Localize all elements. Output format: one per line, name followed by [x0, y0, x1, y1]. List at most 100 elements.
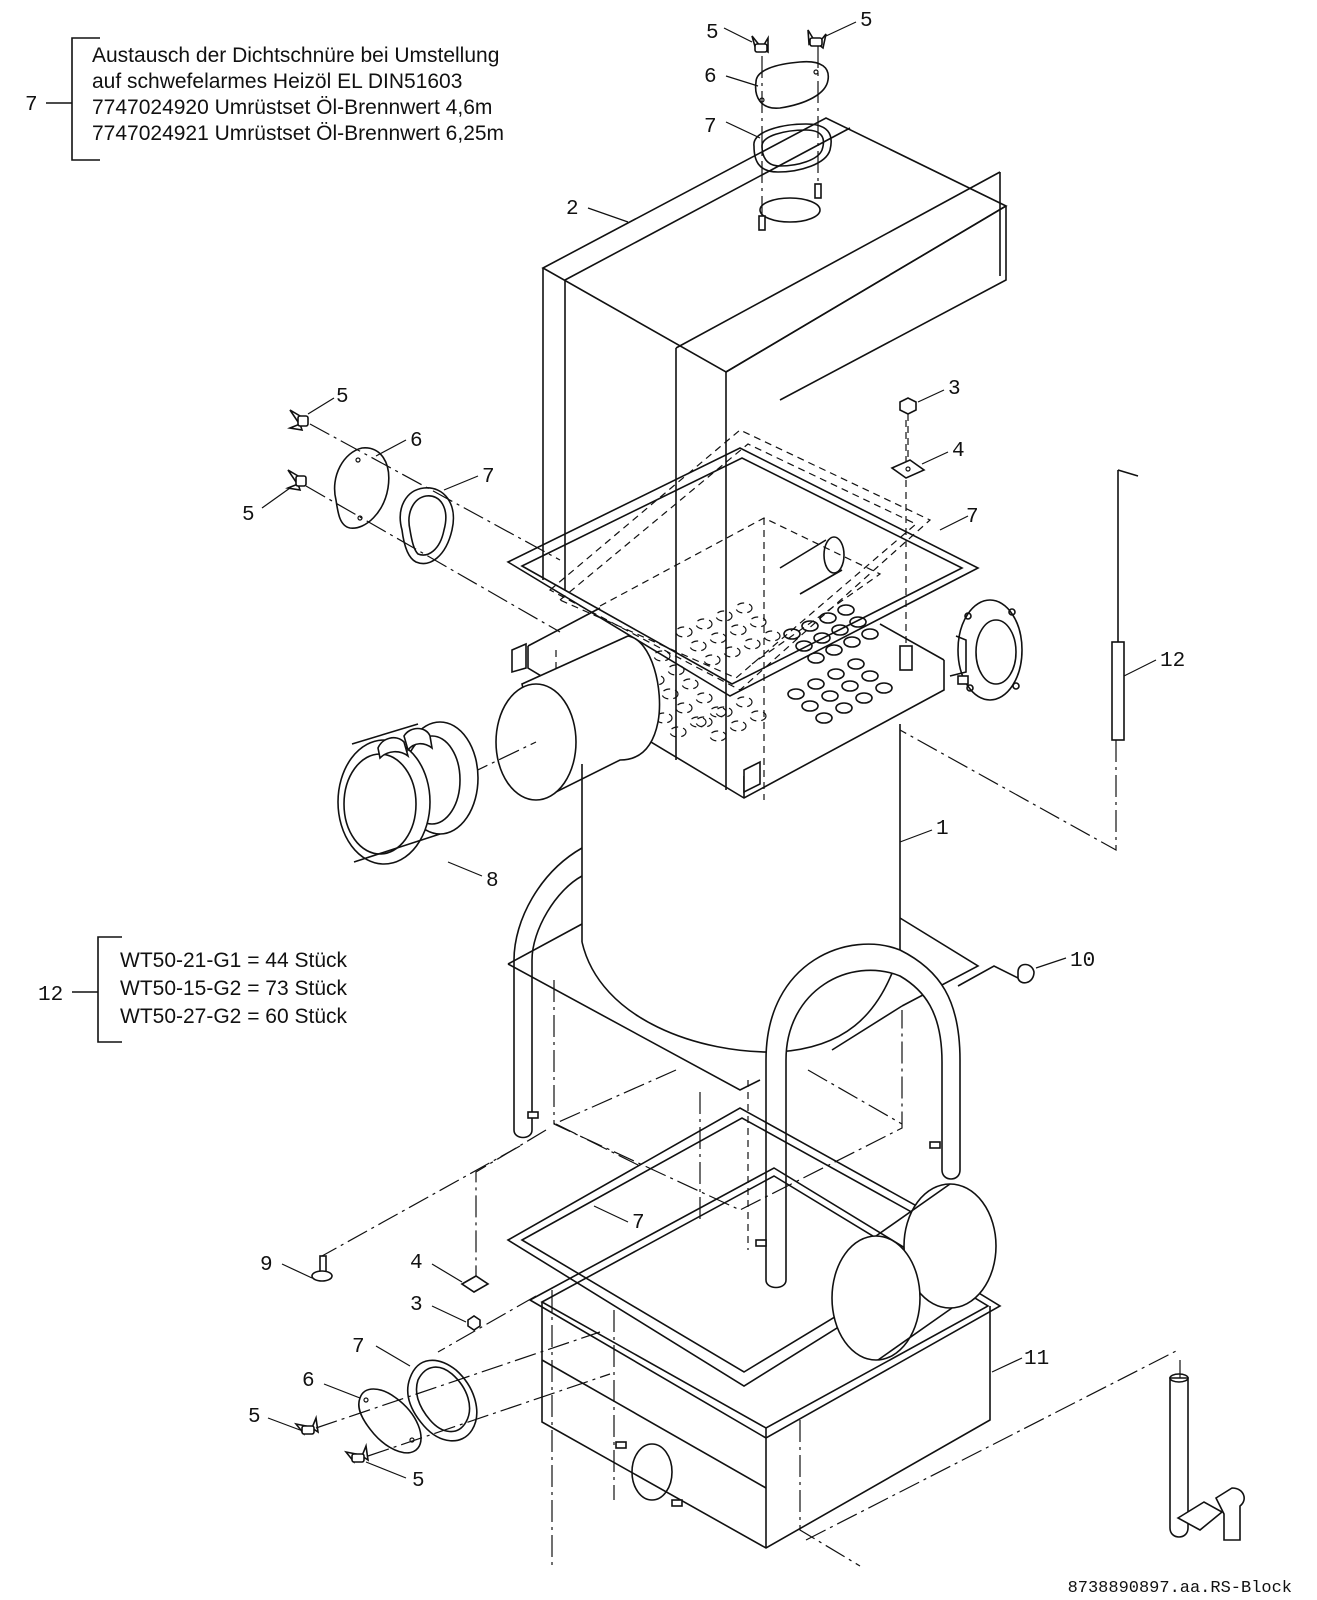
tube-hole	[801, 700, 819, 712]
left-wingnut-top-icon	[287, 409, 309, 432]
flange-right	[949, 599, 1023, 701]
note-mid-group: 12 WT50-21-G1 = 44 Stück WT50-15-G2 = 73…	[38, 936, 348, 1043]
tube-hole	[825, 644, 843, 656]
tube-hole	[763, 630, 781, 642]
tube-hole	[715, 706, 733, 718]
top-cover-assembly: 5 5 6 7	[704, 10, 873, 231]
tube-hole	[729, 720, 747, 732]
tube-hole	[695, 716, 713, 728]
nut-upper-icon	[899, 397, 917, 415]
bottom-cover-plate	[358, 1388, 422, 1454]
tube-hole	[813, 632, 831, 644]
flue-adapter-8: 8	[337, 721, 499, 893]
callout-nut-lower: 3	[410, 1294, 423, 1317]
tube-hole	[819, 612, 837, 624]
flue-outlet	[435, 635, 661, 801]
note-mid-callout: 12	[38, 984, 63, 1007]
tube-hole	[715, 610, 733, 622]
note-mid-line-2: WT50-15-G2 = 73 Stück	[120, 977, 348, 1000]
tube-hole	[661, 688, 679, 700]
foot-icon	[311, 1270, 333, 1282]
siphon-pipe	[1169, 1373, 1245, 1541]
callout-bottom-wingnut-top: 5	[248, 1406, 261, 1429]
turbulator-12: 12	[899, 469, 1185, 852]
left-gasket	[399, 487, 455, 565]
note-top-line-1: Austausch der Dichtschnüre bei Umstellun…	[92, 44, 499, 67]
washer-upper-icon	[890, 459, 926, 479]
tube-hole	[849, 616, 867, 628]
top-wingnut-left-icon	[751, 35, 769, 54]
callout-nut-upper: 3	[948, 378, 961, 401]
tube-hole	[847, 658, 865, 670]
condensate-pan-11: 11	[528, 1167, 1049, 1549]
callout-bottom-gasket: 7	[352, 1336, 365, 1359]
callout-top-wingnut-right: 5	[860, 10, 873, 33]
bottom-gasket	[406, 1359, 478, 1442]
callout-washer-lower: 4	[410, 1252, 423, 1275]
tube-hole	[787, 688, 805, 700]
tube-hole	[735, 602, 753, 614]
left-wingnut-bottom-icon	[285, 469, 307, 492]
callout-bottom-wingnut-bottom: 5	[412, 1470, 425, 1493]
tube-hole	[653, 650, 671, 662]
callout-flue-adapter: 8	[486, 870, 499, 893]
tube-hole	[821, 690, 839, 702]
tube-hole	[729, 624, 747, 636]
note-top-line-2: auf schwefelarmes Heizöl EL DIN51603	[92, 70, 462, 93]
left-cover-assembly: 5 5 6 7	[242, 386, 561, 633]
top-wingnut-right-icon	[807, 29, 827, 50]
callout-top-wingnut-left: 5	[706, 22, 719, 45]
tube-hole	[831, 624, 849, 636]
tube-hole	[675, 626, 693, 638]
callout-left-cover: 6	[410, 430, 423, 453]
tube-hole	[795, 640, 813, 652]
tube-holes-solid	[783, 604, 893, 724]
tube-hole	[861, 670, 879, 682]
tube-hole	[827, 668, 845, 680]
tube-hole	[709, 632, 727, 644]
tube-hole	[695, 618, 713, 630]
note-top-line-3: 7747024920 Umrüstset Öl-Brennwert 4,6m	[92, 96, 492, 119]
callout-foot: 9	[260, 1254, 273, 1277]
nut-upper-group: 3 4	[890, 378, 965, 479]
tube-hole	[861, 628, 879, 640]
lower-assembly-lines	[321, 980, 903, 1276]
tube-hole	[743, 638, 761, 650]
callout-left-wingnut-bottom: 5	[242, 504, 255, 527]
callout-housing: 2	[566, 198, 579, 221]
bottom-cover-assembly: 7 6 5 5	[248, 1331, 611, 1493]
nut-lower-icon	[467, 1315, 481, 1331]
tube-hole	[709, 706, 727, 718]
tube-hole	[689, 640, 707, 652]
callout-turbulator: 12	[1160, 650, 1185, 673]
clip-icon	[1017, 963, 1035, 984]
callout-bottom-cover: 6	[302, 1370, 315, 1393]
tube-hole	[675, 702, 693, 714]
foot-9: 9	[260, 1254, 333, 1282]
drawing-reference: 8738890897.aa.RS-Block	[1068, 1579, 1292, 1598]
tube-hole	[749, 710, 767, 722]
note-top-callout: 7	[25, 94, 38, 117]
tube-hole	[807, 652, 825, 664]
tube-hole	[735, 696, 753, 708]
tube-hole	[841, 680, 859, 692]
tube-hole	[875, 682, 893, 694]
tube-hole	[783, 628, 801, 640]
inner-pipe	[779, 420, 913, 671]
bottom-wingnut-top-icon	[294, 1414, 320, 1436]
callout-frame-gasket-lower: 7	[632, 1212, 645, 1235]
top-cover-plate	[754, 60, 830, 109]
callout-heat-exchanger: 1	[936, 818, 949, 841]
note-mid-line-3: WT50-27-G2 = 60 Stück	[120, 1005, 348, 1028]
note-top-line-4: 7747024921 Umrüstset Öl-Brennwert 6,25m	[92, 122, 504, 145]
callout-left-gasket: 7	[482, 466, 495, 489]
tube-hole	[709, 730, 727, 742]
tube-hole	[837, 604, 855, 616]
callout-clip: 10	[1070, 950, 1095, 973]
tube-hole	[681, 678, 699, 690]
u-pipe	[755, 943, 961, 1289]
callout-washer-upper: 4	[952, 440, 965, 463]
tube-hole	[843, 636, 861, 648]
tube-hole	[749, 616, 767, 628]
